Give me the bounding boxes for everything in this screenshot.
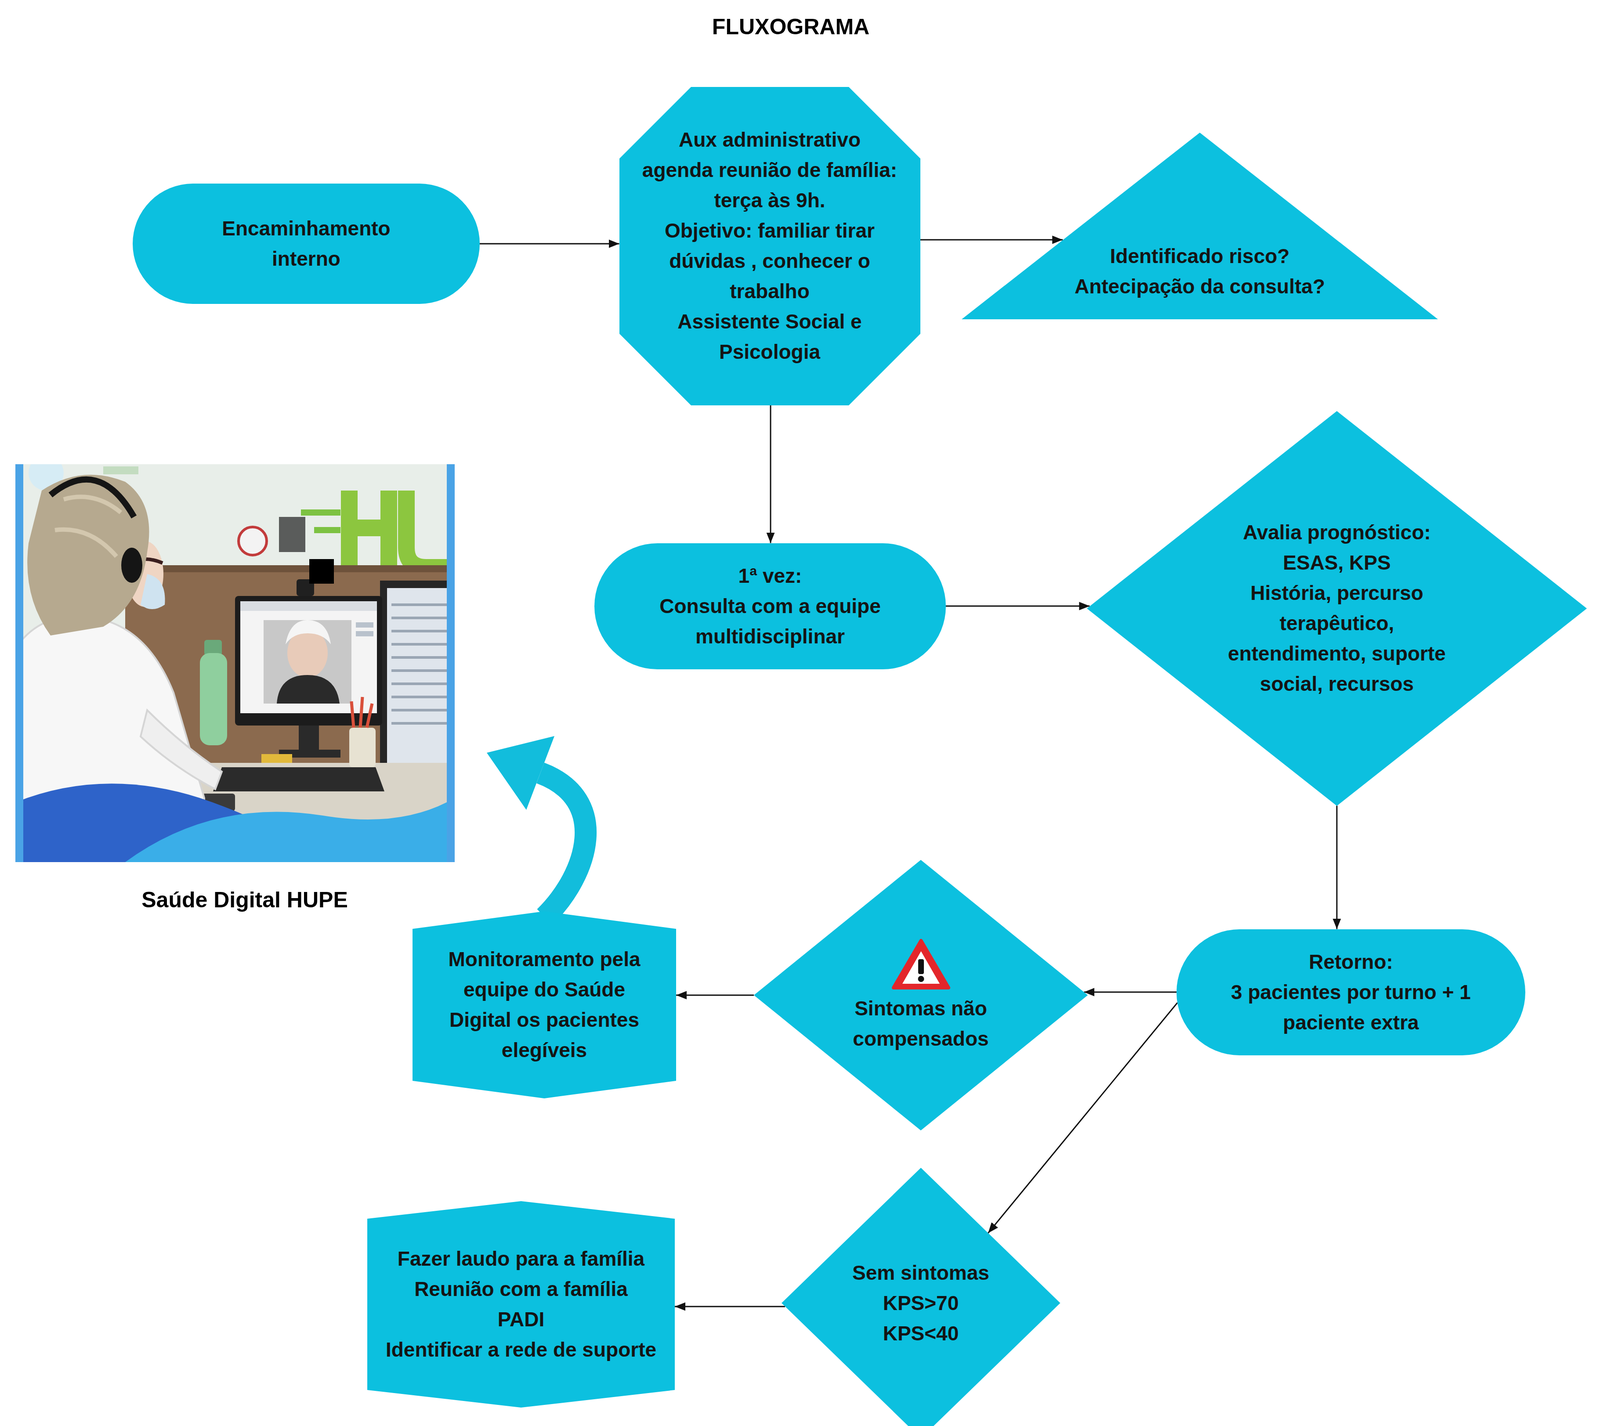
photo-illustration <box>15 464 455 863</box>
node-text: Avalia prognóstico: ESAS, KPSHistória, p… <box>1222 517 1452 700</box>
title-holder: FLUXOGRAMA <box>571 14 1011 40</box>
flow-arrow <box>945 605 1090 608</box>
node-text: 1ª vez:Consulta com a equipe multidiscip… <box>647 561 894 652</box>
tag-shape <box>412 911 677 1099</box>
node-text: Sem sintomasKPS>70KPS<40 <box>846 1258 996 1350</box>
node-label: História, percurso terapêutico, entendim… <box>1222 578 1452 700</box>
decision-diamond: Sem sintomasKPS>70KPS<40 <box>781 1168 1061 1426</box>
process-octagon: Aux administrativo agenda reunião de fam… <box>619 86 921 406</box>
node-label: Assistente Social e Psicologia <box>641 306 899 368</box>
node-text: Retorno:3 pacientes por turno + 1 pacien… <box>1227 947 1474 1039</box>
photo-caption: Saúde Digital HUPE <box>25 887 465 913</box>
decision-diamond: Sintomas não compensados <box>753 860 1088 1131</box>
node-label: Antecipação da consulta? <box>1067 271 1332 302</box>
node-label: PADI <box>384 1304 658 1336</box>
node-text: Fazer laudo para a famíliaReunião com a … <box>384 1244 658 1366</box>
node-label: Consulta com a equipe multidisciplinar <box>647 591 894 652</box>
diamond-shape <box>781 1168 1061 1426</box>
decision-triangle: Identificado risco?Antecipação da consul… <box>961 132 1438 320</box>
photo-scene <box>15 464 455 863</box>
triangle-shape <box>961 132 1438 320</box>
process-pill: 1ª vez:Consulta com a equipe multidiscip… <box>594 543 946 670</box>
node-outline <box>753 860 1088 1131</box>
right-monitor <box>380 580 455 792</box>
node-label: Encaminhamento interno <box>209 213 403 275</box>
process-box: Monitoramento pela equipe do Saúde Digit… <box>412 911 677 1099</box>
curved-arrow-body <box>540 773 586 918</box>
node-outline <box>367 1201 675 1409</box>
node-label: Sem sintomas <box>846 1258 996 1289</box>
curved-arrow-head <box>486 736 555 811</box>
node-text: Encaminhamento interno <box>209 213 403 275</box>
node-text: Identificado risco?Antecipação da consul… <box>1067 241 1332 302</box>
flow-arrow <box>770 405 772 544</box>
octagon-shape <box>619 86 921 406</box>
node-label: Aux administrativo agenda reunião de fam… <box>641 124 899 216</box>
diamond-shape <box>753 860 1088 1131</box>
diagram-title: FLUXOGRAMA <box>571 14 1011 40</box>
node-text: Monitoramento pela equipe do Saúde Digit… <box>430 944 659 1066</box>
node-label: Identificado risco? <box>1067 241 1332 272</box>
node-label: Fazer laudo para a família <box>384 1244 658 1275</box>
flow-arrow <box>676 995 754 997</box>
flow-arrow <box>1336 806 1338 930</box>
node-label: Identificar a rede de suporte <box>384 1335 658 1366</box>
diamond-shape <box>1086 411 1587 807</box>
node-label: KPS<40 <box>846 1318 996 1350</box>
pill-shape <box>594 543 946 670</box>
start-pill: Encaminhamento interno <box>132 183 480 305</box>
node-label: Reunião com a família <box>384 1274 658 1305</box>
node-outline <box>412 911 677 1099</box>
node-label: KPS>70 <box>846 1288 996 1319</box>
flow-arrow <box>920 239 1064 241</box>
process-box: Fazer laudo para a famíliaReunião com a … <box>367 1201 675 1409</box>
node-label: Sintomas não compensados <box>846 993 996 1055</box>
pill-shape <box>132 183 480 305</box>
warning-icon <box>891 938 951 991</box>
pill-shape <box>1176 929 1526 1056</box>
node-label: 1ª vez: <box>647 561 894 592</box>
node-text: Aux administrativo agenda reunião de fam… <box>641 124 899 368</box>
flow-arrow <box>1083 991 1177 994</box>
node-label: Retorno: <box>1227 947 1474 978</box>
node-label: Monitoramento pela equipe do Saúde Digit… <box>430 944 659 1066</box>
node-label: 3 pacientes por turno + 1 paciente extra <box>1227 977 1474 1039</box>
tag-shape <box>367 1201 675 1409</box>
node-label: Objetivo: familiar tirar dúvidas , conhe… <box>641 215 899 307</box>
node-outline <box>1086 411 1587 807</box>
process-pill: Retorno:3 pacientes por turno + 1 pacien… <box>1176 929 1526 1056</box>
node-outline <box>132 183 480 305</box>
flow-arrow <box>674 1306 786 1308</box>
decision-diamond: Avalia prognóstico: ESAS, KPSHistória, p… <box>1086 411 1587 807</box>
flow-arrow <box>479 243 620 245</box>
node-label: Avalia prognóstico: ESAS, KPS <box>1222 517 1452 579</box>
label-holder: Saúde Digital HUPE <box>25 887 465 913</box>
